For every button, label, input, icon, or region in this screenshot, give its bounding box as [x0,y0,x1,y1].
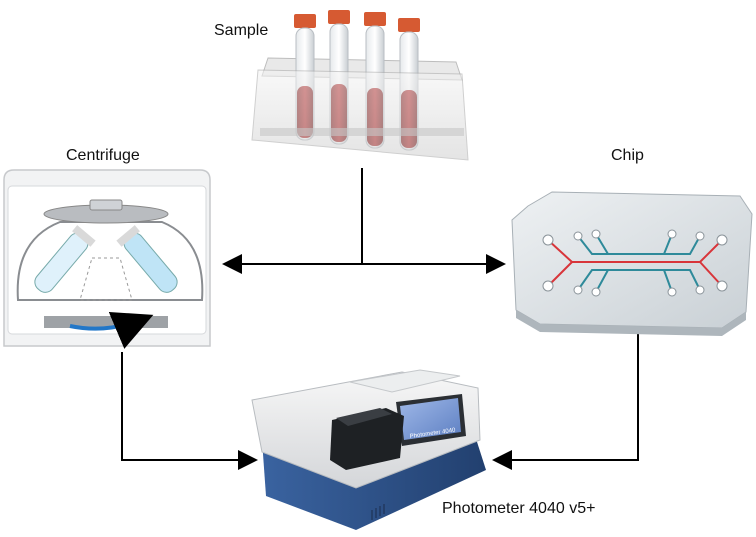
arrow-centrifuge-to-photometer [121,352,258,470]
arrow-chip-to-photometer [492,334,639,470]
label-centrifuge: Centrifuge [66,147,140,164]
centrifuge-device [3,169,211,349]
sample-tube-rack [251,10,469,161]
chip-channels [547,233,723,293]
vent-grille [371,504,385,520]
label-chip: Chip [611,147,644,164]
connectors [121,168,639,470]
label-sample: Sample [214,22,269,39]
centrifuge-tube-right [116,225,178,293]
photometer-device: Photometer 4040 [251,369,486,530]
label-photometer: Photometer 4040 v5+ [442,500,596,517]
chip-ports [542,229,728,297]
rotation-arrow-icon [69,311,154,349]
centrifuge-tube-left [34,225,96,293]
microfluidic-chip [511,191,753,336]
